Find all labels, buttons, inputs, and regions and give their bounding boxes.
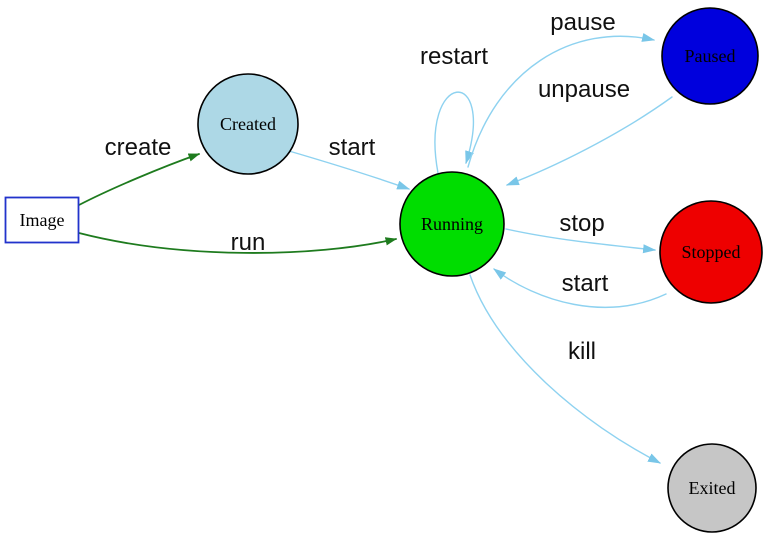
- exited-node-label: Exited: [689, 478, 736, 498]
- exited-node-circle: [667, 443, 757, 533]
- edge-label-run: run: [231, 229, 266, 256]
- edge-kill-arrow: [469, 274, 661, 464]
- image-node-label: Image: [20, 210, 65, 230]
- edge-label-pause: pause: [550, 9, 615, 36]
- edge-label-stop: stop: [559, 210, 604, 237]
- edge-label-start-created-running: start: [329, 134, 376, 161]
- paused-node-label: Paused: [685, 46, 736, 66]
- edge-start-created-running-arrow: [288, 150, 411, 190]
- edge-start-stopped-running-arrow: [493, 268, 667, 308]
- node-running: Running: [399, 171, 505, 277]
- edge-label-start-stopped-running: start: [562, 270, 609, 297]
- edge-label-restart: restart: [420, 43, 488, 70]
- edge-label-create: create: [105, 134, 172, 161]
- node-stopped: Stopped: [659, 200, 763, 304]
- running-node-label: Running: [421, 214, 483, 234]
- edge-stop-arrow: [505, 228, 657, 254]
- edge-pause-arrow: [467, 33, 656, 168]
- image-node-rectangle: [4, 196, 80, 244]
- running-node-circle: [399, 171, 505, 277]
- edge-label-unpause: unpause: [538, 76, 630, 103]
- node-exited: Exited: [667, 443, 757, 533]
- edge-restart-self-loop-arrow: [434, 91, 475, 174]
- node-created: Created: [197, 73, 299, 175]
- node-image: Image: [4, 196, 80, 244]
- created-node-label: Created: [220, 114, 276, 134]
- stopped-node-label: Stopped: [681, 242, 740, 262]
- edge-create-arrow: [78, 153, 200, 206]
- node-paused: Paused: [661, 7, 759, 105]
- created-node-circle: [197, 73, 299, 175]
- edge-unpause-arrow: [505, 96, 673, 186]
- paused-node-circle: [661, 7, 759, 105]
- stopped-node-circle: [659, 200, 763, 304]
- edge-label-kill: kill: [568, 338, 596, 365]
- edge-run-arrow: [78, 232, 398, 254]
